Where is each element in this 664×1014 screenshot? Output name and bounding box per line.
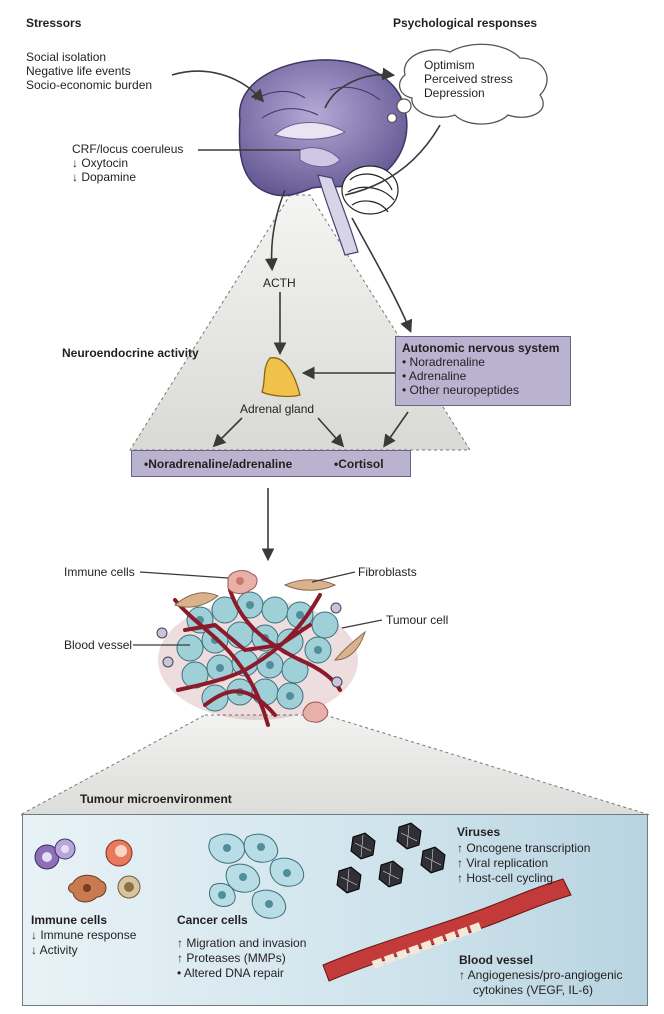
tumour-cluster [156,570,366,727]
label-blood-vessel: Blood vessel [64,638,133,652]
label-immune-cells: Immune cells [64,565,135,579]
neuroendocrine-title: Neuroendocrine activity [62,346,199,360]
panel-vessel-item: cytokines (VEGF, IL-6) [473,983,594,997]
tme-panel-art [34,822,572,982]
panel-viruses [336,822,446,894]
panel-cancer-item: ↑ Migration and invasion [177,936,307,950]
acth-label: ACTH [263,276,296,290]
neuroendocrine-cone [129,194,471,451]
panel-immune-item: ↓ Immune response [31,928,137,942]
label-fibroblasts: Fibroblasts [358,565,417,579]
panel-viruses-title: Viruses [457,825,501,839]
brain-labels: CRF/locus coeruleus ↓ Oxytocin ↓ Dopamin… [72,142,183,184]
psychological-title: Psychological responses [393,16,538,30]
thought-bubble [386,43,548,125]
panel-vessel-title: Blood vessel [459,953,534,967]
panel-vessel-item: ↑ Angiogenesis/pro-angiogenic [459,968,623,982]
adrenal-gland-shape [261,357,301,398]
panel-viruses-item: ↑ Oncogene transcription [457,841,591,855]
brain-label: CRF/locus coeruleus [72,142,184,156]
hormone-cortisol: •Cortisol [334,457,384,471]
psychological-item: Depression [424,86,485,100]
panel-cancer-cells [208,833,305,919]
ans-box: Autonomic nervous system • Noradrenaline… [395,336,571,406]
panel-viruses-item: ↑ Host-cell cycling [457,871,554,885]
psychological-list: Optimism Perceived stress Depression [424,58,513,100]
stressor-item: Social isolation [26,50,107,64]
adrenal-label: Adrenal gland [240,402,315,416]
ans-item: • Adrenaline [402,369,467,383]
ans-title: Autonomic nervous system [402,341,560,355]
hormone-bar: •Noradrenaline/adrenaline •Cortisol [131,450,411,477]
ans-item: • Other neuropeptides [402,383,519,397]
ans-item: • Noradrenaline [402,355,485,369]
panel-cancer-title: Cancer cells [177,913,248,927]
psychological-item: Optimism [424,58,475,72]
brain-illustration [238,59,408,256]
stressor-item: Socio-economic burden [26,78,153,92]
stressor-item: Negative life events [26,64,131,78]
hormone-noradrenaline: •Noradrenaline/adrenaline [144,457,293,471]
stressors-title: Stressors [26,16,82,30]
panel-cancer-item: ↑ Proteases (MMPs) [177,951,286,965]
label-tumour-cell: Tumour cell [386,613,449,627]
panel-immune-cells [34,838,141,903]
brain-label: ↓ Oxytocin [72,156,129,170]
brain-label: ↓ Dopamine [72,170,137,184]
panel-viruses-item: ↑ Viral replication [457,856,549,870]
psychological-item: Perceived stress [424,72,513,86]
panel-immune-title: Immune cells [31,913,108,927]
tumour-cone [19,714,651,816]
panel-blood-vessel [322,878,572,982]
tme-title: Tumour microenvironment [80,792,232,806]
stressors-list: Social isolation Negative life events So… [26,50,152,92]
panel-immune-item: ↓ Activity [31,943,78,957]
tme-panel: Immune cells ↓ Immune response ↓ Activit… [22,814,648,1006]
panel-cancer-item: • Altered DNA repair [177,966,284,980]
